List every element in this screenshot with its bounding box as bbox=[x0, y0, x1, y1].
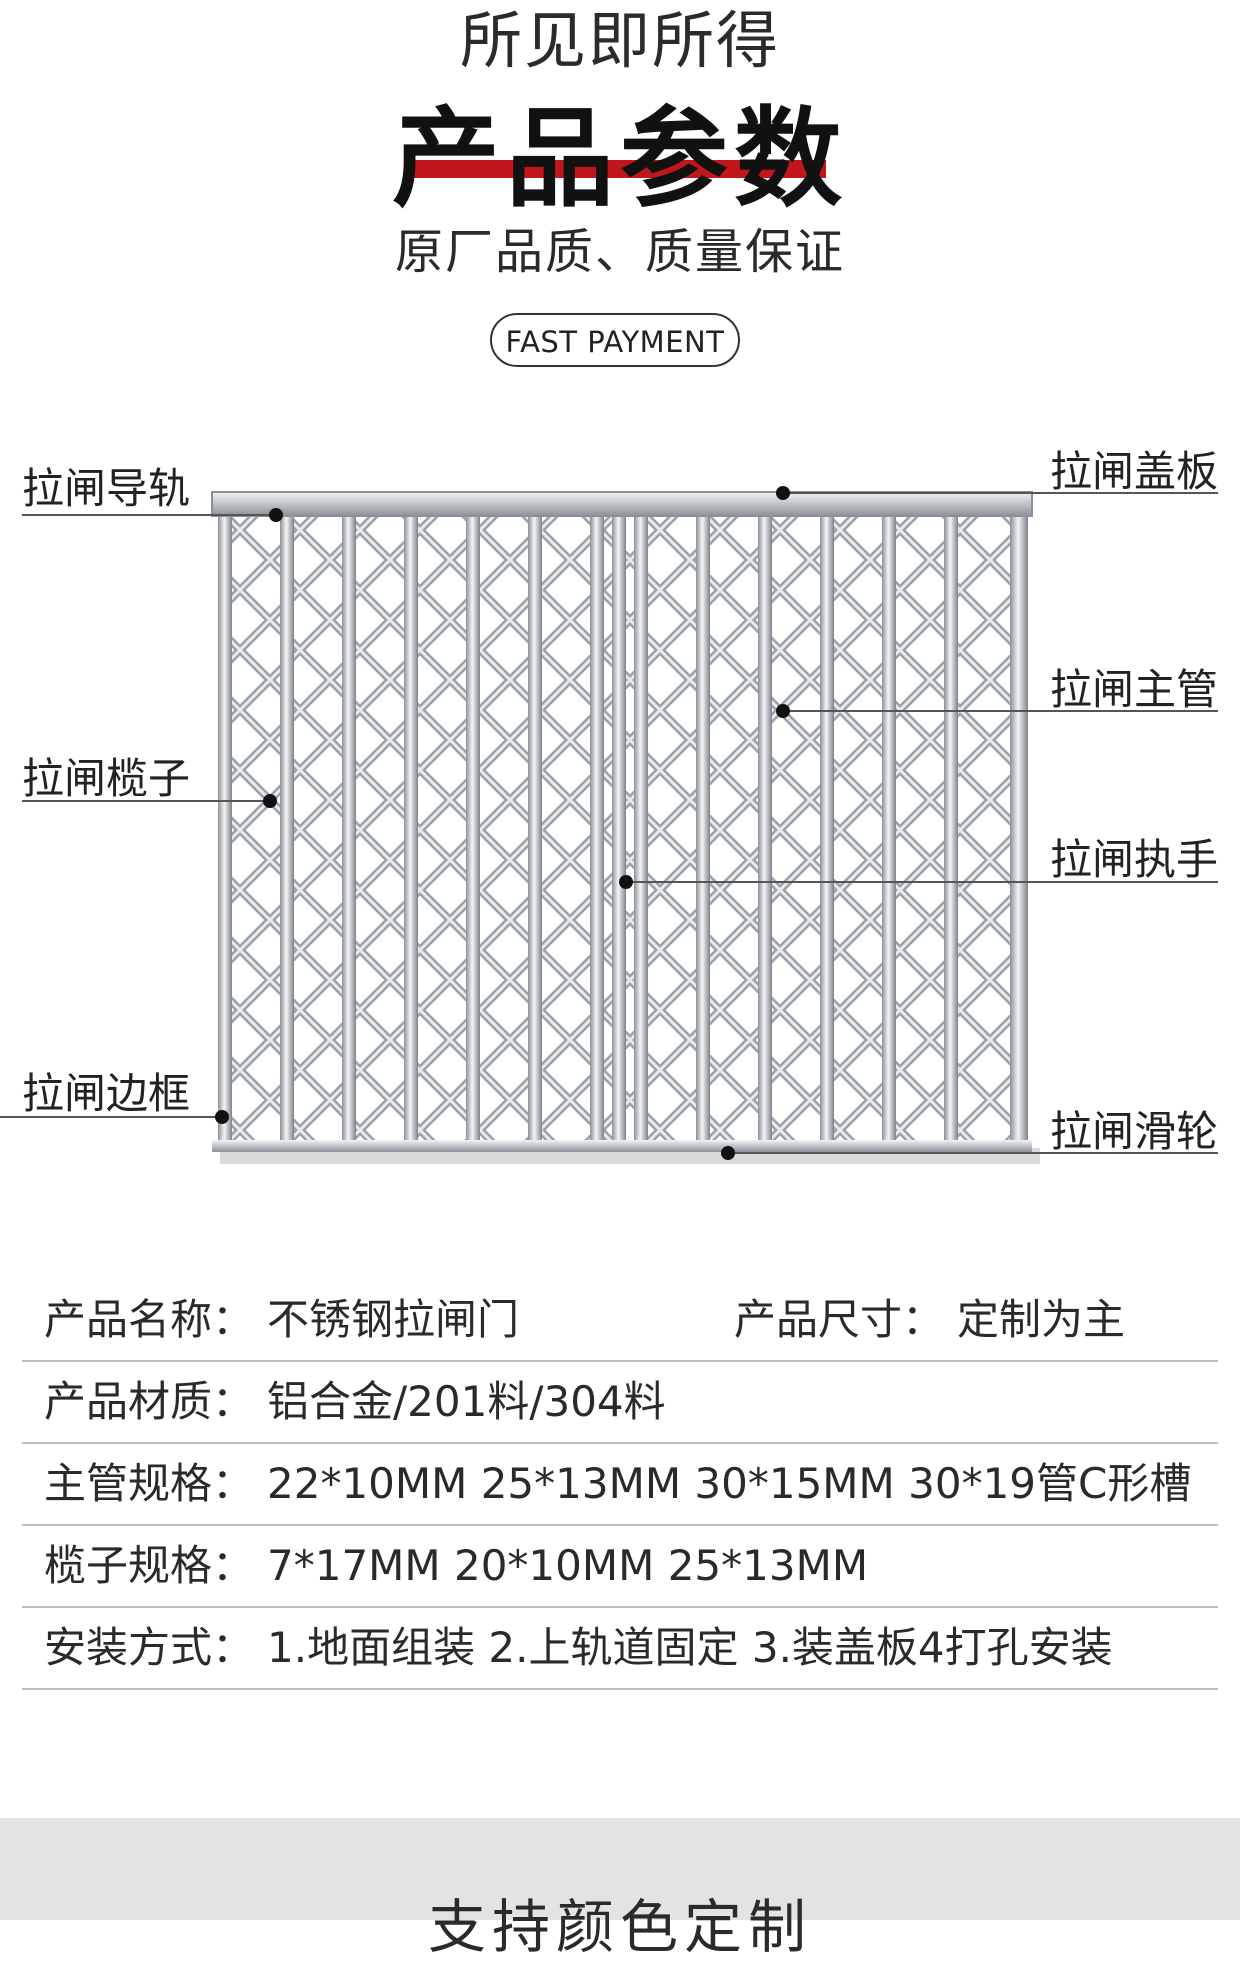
spec-row-name: 产品名称： 不锈钢拉闸门 产品尺寸： 定制为主 bbox=[22, 1280, 1218, 1362]
spec-value: 铝合金/201料/304料 bbox=[267, 1377, 666, 1426]
spec-key: 主管规格： bbox=[44, 1459, 255, 1508]
gate-diagram bbox=[0, 486, 1218, 1164]
spec-key: 产品尺寸： bbox=[734, 1295, 945, 1344]
bottom-frame bbox=[212, 1140, 1032, 1152]
label-cover: 拉闸盖板 bbox=[1049, 447, 1218, 496]
spec-value: 不锈钢拉闸门 bbox=[267, 1295, 520, 1344]
spec-row-material: 产品材质： 铝合金/201料/304料 bbox=[22, 1362, 1218, 1444]
page-subtitle: 原厂品质、质量保证 bbox=[394, 224, 845, 280]
title-underline-bar bbox=[412, 160, 826, 178]
spec-value: 7*17MM 20*10MM 25*13MM bbox=[267, 1541, 869, 1590]
spec-key: 安装方式： bbox=[44, 1623, 255, 1672]
spec-value: 22*10MM 25*13MM 30*15MM 30*19管C形槽 bbox=[267, 1459, 1192, 1508]
main-tubes bbox=[218, 510, 1028, 1152]
fast-payment-pill: FAST PAYMENT bbox=[490, 313, 740, 367]
kicker-title: 所见即所得 bbox=[459, 4, 780, 77]
label-pulley: 拉闸滑轮 bbox=[1049, 1107, 1218, 1156]
callout-dots bbox=[215, 486, 790, 1160]
spec-row-install: 安装方式： 1.地面组装 2.上轨道固定 3.装盖板4打孔安装 bbox=[22, 1608, 1218, 1690]
top-rail bbox=[211, 491, 1033, 517]
label-frame: 拉闸边框 bbox=[22, 1069, 191, 1118]
spec-key: 产品名称： bbox=[44, 1295, 255, 1344]
spec-value: 1.地面组装 2.上轨道固定 3.装盖板4打孔安装 bbox=[267, 1623, 1113, 1672]
label-handle: 拉闸执手 bbox=[1049, 835, 1218, 884]
spec-key: 产品材质： bbox=[44, 1377, 255, 1426]
label-main-tube: 拉闸主管 bbox=[1049, 665, 1218, 714]
spec-key: 榄子规格： bbox=[44, 1541, 255, 1590]
spec-row-slat: 榄子规格： 7*17MM 20*10MM 25*13MM bbox=[22, 1526, 1218, 1608]
label-slat: 拉闸榄子 bbox=[22, 754, 191, 803]
footer-band bbox=[0, 1818, 1240, 1920]
leader-lines bbox=[0, 492, 1218, 1154]
spec-value: 定制为主 bbox=[957, 1295, 1126, 1344]
spec-row-main-tube: 主管规格： 22*10MM 25*13MM 30*15MM 30*19管C形槽 bbox=[22, 1444, 1218, 1526]
spec-table: 产品名称： 不锈钢拉闸门 产品尺寸： 定制为主 产品材质： 铝合金/201料/3… bbox=[22, 1280, 1218, 1690]
label-rail: 拉闸导轨 bbox=[22, 464, 191, 513]
footer-title: 支持颜色定制 bbox=[427, 1893, 812, 1961]
page-title: 产品参数 bbox=[391, 97, 848, 222]
